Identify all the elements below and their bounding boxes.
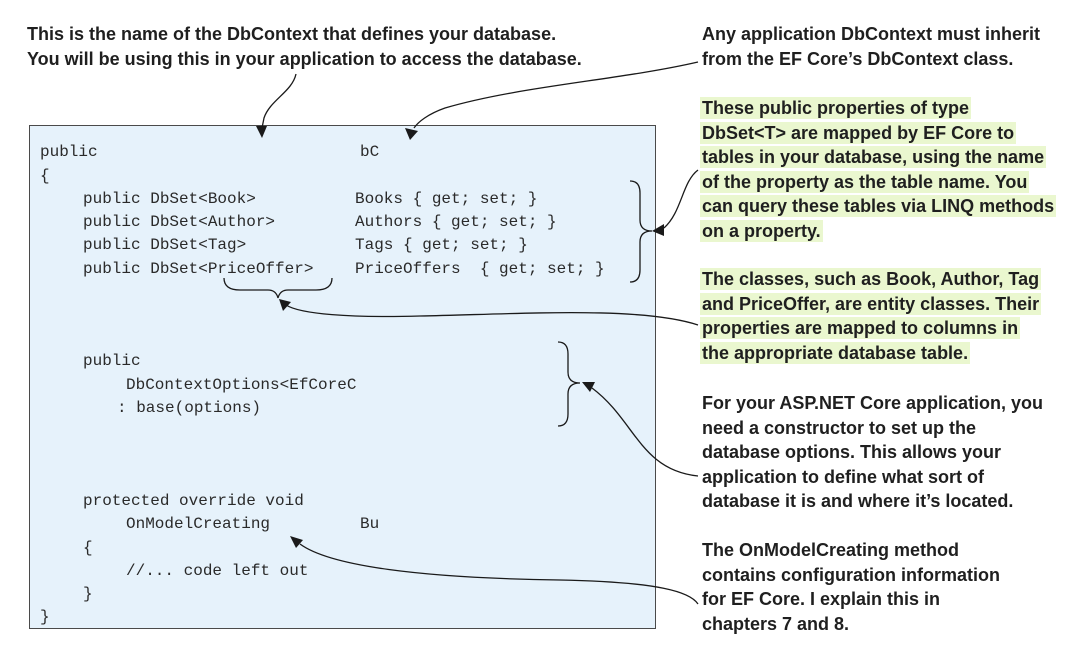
code-override-line: protected override void — [83, 492, 304, 510]
annotation-inherit: Any application DbContext must inherit f… — [702, 24, 1041, 69]
arrow-dbset-properties — [663, 169, 699, 229]
code-open-brace: { — [40, 167, 50, 185]
code-class-fragment: bC — [360, 143, 380, 161]
code-inner-open-brace: { — [83, 539, 93, 557]
code-onmodel-fragment: Bu — [360, 515, 380, 533]
code-dbset-type-priceoffer: public DbSet<PriceOffer> — [83, 260, 314, 278]
code-dbset-name-authors: Authors { get; set; } — [355, 213, 557, 231]
code-class-keyword: public — [40, 143, 98, 161]
code-dbset-type-tag: public DbSet<Tag> — [83, 236, 247, 254]
code-comment: //... code left out — [126, 562, 309, 580]
arrow-inherit — [413, 61, 699, 129]
code-dbset-name-books: Books { get; set; } — [355, 190, 538, 208]
code-close-brace: } — [40, 608, 50, 626]
code-inner-close-brace: } — [83, 585, 93, 603]
code-onmodelcreating: OnModelCreating — [126, 515, 271, 533]
annotation-onmodelcreating: The OnModelCreating method contains conf… — [702, 540, 1000, 634]
code-dbset-type-book: public DbSet<Book> — [83, 190, 256, 208]
code-dbset-name-priceoffers: PriceOffers { get; set; } — [355, 260, 605, 278]
code-dbset-name-tags: Tags { get; set; } — [355, 236, 528, 254]
arrow-dbcontext-name — [261, 73, 297, 129]
code-dbset-type-author: public DbSet<Author> — [83, 213, 276, 231]
code-ctor-base: : base(options) — [117, 399, 262, 417]
annotation-entity-classes-text: The classes, such as Book, Author, Tag a… — [700, 268, 1042, 364]
annotation-constructor: For your ASP.NET Core application, you n… — [702, 393, 1044, 511]
annotation-dbset-properties-text: These public properties of type DbSet<T>… — [700, 97, 1057, 242]
code-ctor-keyword: public — [83, 352, 141, 370]
annotation-entity-classes: The classes, such as Book, Author, Tag a… — [700, 267, 1090, 365]
annotation-dbcontext-name: This is the name of the DbContext that d… — [27, 24, 582, 69]
code-ctor-param: DbContextOptions<EfCoreC — [126, 376, 357, 394]
annotation-dbset-properties: These public properties of type DbSet<T>… — [700, 96, 1090, 243]
